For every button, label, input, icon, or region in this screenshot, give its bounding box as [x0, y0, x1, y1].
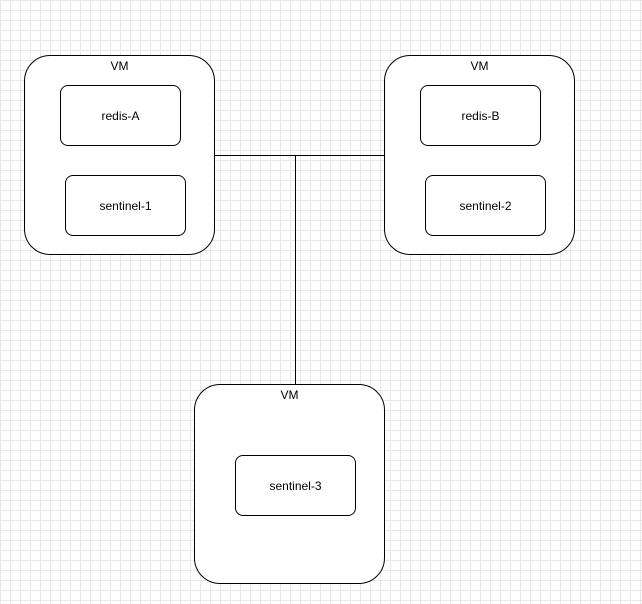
- node-redis-a[interactable]: redis-A: [60, 85, 181, 146]
- vm-container-1[interactable]: VM redis-A sentinel-1: [24, 55, 215, 255]
- vm-container-2[interactable]: VM redis-B sentinel-2: [384, 55, 575, 255]
- node-sentinel-2[interactable]: sentinel-2: [425, 175, 546, 236]
- node-sentinel-3[interactable]: sentinel-3: [235, 455, 356, 516]
- node-redis-b[interactable]: redis-B: [420, 85, 541, 146]
- vm-label: VM: [280, 388, 299, 402]
- vm-label: VM: [470, 59, 489, 73]
- vm-container-3[interactable]: VM sentinel-3: [194, 384, 385, 584]
- node-sentinel-1[interactable]: sentinel-1: [65, 175, 186, 236]
- vm-label: VM: [110, 59, 129, 73]
